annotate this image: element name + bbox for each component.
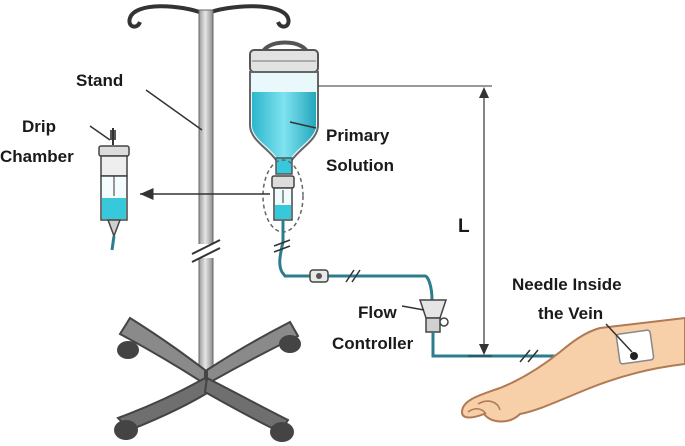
caster-wheel [270, 422, 294, 442]
label-primary-solution-line1: Primary [326, 126, 390, 145]
hook-left [127, 4, 206, 29]
caster-wheel [114, 420, 138, 440]
stand-pole [198, 9, 214, 383]
needle-leader [605, 323, 633, 353]
pole-break-gap [196, 244, 216, 258]
label-needle-line1: Needle Inside [512, 275, 622, 294]
flow-controller [418, 299, 449, 333]
inline-drip-chamber [271, 175, 295, 221]
patient-arm [460, 316, 685, 423]
label-drip-chamber-line2: Chamber [0, 147, 74, 166]
stand-base-leg [206, 320, 300, 386]
hook-right [204, 4, 291, 29]
label-primary-solution-line2: Solution [326, 156, 394, 175]
iv-stand [114, 4, 301, 442]
drip-chamber-leader [89, 125, 111, 141]
solution-fluid [252, 92, 316, 158]
label-flow-controller-line2: Controller [332, 334, 414, 353]
caster-wheel [279, 335, 301, 353]
primary-solution-bottle [249, 40, 319, 175]
label-drip-chamber-line1: Drip [22, 117, 56, 136]
pole-break-line [191, 247, 221, 263]
caster-wheel [117, 341, 139, 359]
tube-clamp [309, 269, 329, 283]
needle-insertion [630, 352, 638, 360]
flow-controller-leader [401, 305, 425, 311]
needle-tape [615, 329, 655, 365]
label-needle-line2: the Vein [538, 304, 603, 323]
label-flow-controller-line1: Flow [358, 303, 397, 322]
label-stand: Stand [76, 71, 123, 90]
pole-break-line [191, 239, 221, 255]
solution-leader [289, 121, 317, 129]
enlarged-drip-chamber [98, 128, 130, 251]
label-length: L [458, 216, 470, 237]
stand-leader [145, 89, 203, 131]
iv-tubing [278, 220, 434, 301]
